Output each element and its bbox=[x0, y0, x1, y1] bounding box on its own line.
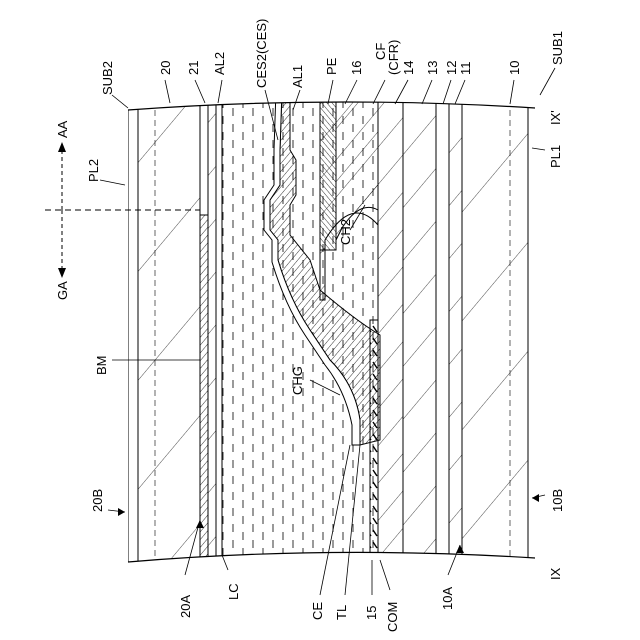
black-matrix bbox=[200, 215, 208, 570]
label-ces2: CES2(CES) bbox=[254, 19, 269, 88]
polarizer-pl2 bbox=[128, 90, 138, 570]
label-15: 15 bbox=[364, 606, 379, 620]
label-20a: 20A bbox=[178, 595, 193, 618]
label-ch2: CH2 bbox=[338, 219, 353, 245]
label-ce: CE bbox=[310, 602, 325, 620]
label-com: COM bbox=[385, 602, 400, 632]
label-12: 12 bbox=[444, 61, 459, 75]
label-10: 10 bbox=[507, 61, 522, 75]
label-10b: 10B bbox=[550, 489, 565, 512]
label-chg: CHG bbox=[290, 366, 305, 395]
label-aa: AA bbox=[55, 120, 70, 138]
label-sub1: SUB1 bbox=[550, 31, 565, 65]
label-cfr: (CFR) bbox=[386, 40, 401, 75]
layer-21 bbox=[208, 90, 216, 570]
layer-12 bbox=[436, 90, 449, 570]
label-ix: IX bbox=[548, 567, 563, 580]
label-sub2: SUB2 bbox=[100, 61, 115, 95]
label-14: 14 bbox=[401, 61, 416, 75]
label-lc: LC bbox=[226, 583, 241, 600]
substrate-20 bbox=[138, 90, 200, 570]
layer-13 bbox=[403, 90, 436, 570]
label-pe: PE bbox=[324, 57, 339, 75]
substrate-10 bbox=[462, 90, 528, 570]
marker-20b bbox=[118, 508, 125, 516]
layer-11 bbox=[449, 90, 462, 570]
pixel-electrode-pe bbox=[320, 90, 336, 250]
label-11: 11 bbox=[458, 62, 473, 76]
ga-arrow-head bbox=[58, 268, 66, 278]
aa-arrow-head bbox=[58, 142, 66, 152]
label-al2: AL2 bbox=[212, 52, 227, 75]
label-bm: BM bbox=[94, 356, 109, 376]
label-ga: GA bbox=[55, 281, 70, 300]
label-al1: AL1 bbox=[290, 65, 305, 88]
label-ix-prime: IX' bbox=[548, 110, 563, 125]
label-16: 16 bbox=[349, 61, 364, 75]
label-20: 20 bbox=[158, 61, 173, 75]
layer-stack bbox=[128, 90, 536, 570]
label-10a: 10A bbox=[440, 587, 455, 610]
alignment-film-al2 bbox=[216, 90, 222, 570]
label-pl2: PL2 bbox=[86, 159, 101, 182]
label-20b: 20B bbox=[90, 489, 105, 512]
label-tl: TL bbox=[334, 605, 349, 620]
label-pl1: PL1 bbox=[548, 145, 563, 168]
layer-14 bbox=[378, 90, 403, 570]
label-13: 13 bbox=[425, 61, 440, 75]
label-21: 21 bbox=[186, 61, 201, 75]
